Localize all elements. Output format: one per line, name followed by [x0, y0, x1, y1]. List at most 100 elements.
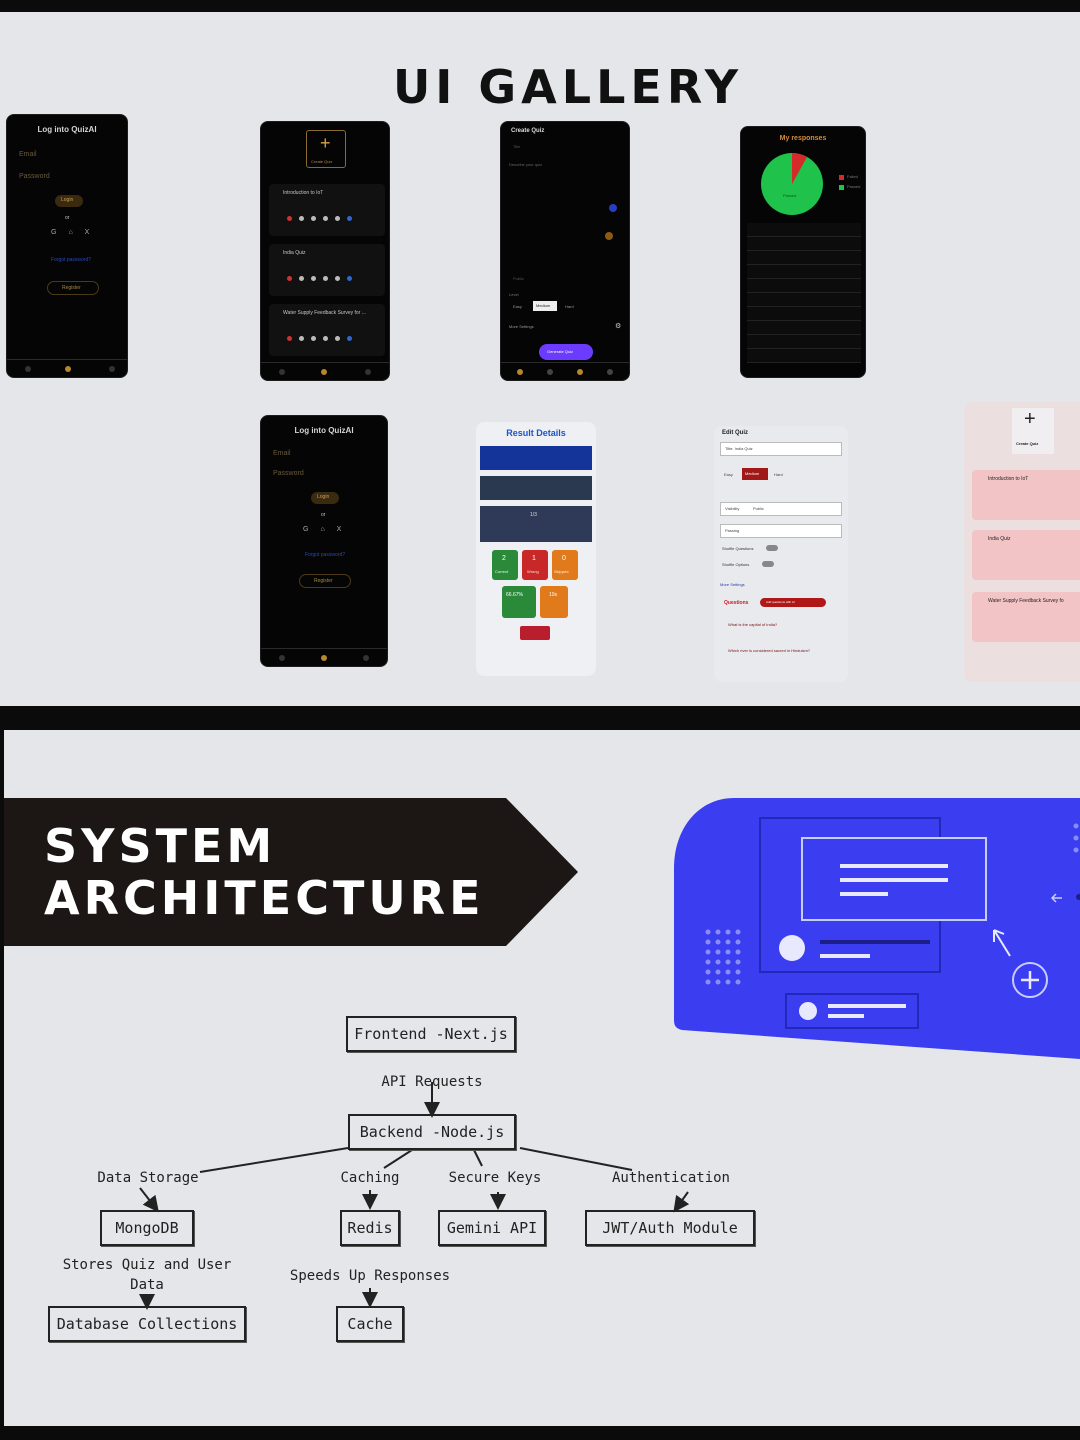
nav-back-icon[interactable]: [279, 369, 285, 375]
nav-profile-icon[interactable]: [109, 366, 115, 372]
quiz-card-3[interactable]: Water Supply Feedback Survey for ...: [269, 304, 385, 356]
register-button[interactable]: Register: [299, 574, 351, 588]
settings-gear-icon[interactable]: ⚙: [615, 323, 622, 330]
nav-home-icon[interactable]: [65, 366, 71, 372]
forgot-password-link[interactable]: Forgot password?: [51, 257, 92, 263]
mic-icon[interactable]: [609, 204, 617, 212]
nav-home-icon[interactable]: [321, 655, 327, 661]
result-meta-card: [480, 446, 592, 470]
ui-gallery-section: UI GALLERY Log into QuizAI Email Passwor…: [0, 12, 1080, 706]
nav-profile-icon[interactable]: [607, 369, 613, 375]
email-label: Email: [273, 450, 291, 457]
level-easy[interactable]: Easy: [724, 472, 733, 477]
create-quiz-button[interactable]: + Create Quiz: [1012, 408, 1054, 454]
login-title: Log into QuizAI: [294, 426, 354, 435]
social-login-icons[interactable]: G⌂X: [51, 229, 102, 236]
edge-backend-to-secure-keys: [473, 1149, 483, 1167]
quiz-card-2[interactable]: India Quiz: [269, 244, 385, 296]
redis-node: Redis: [340, 1210, 400, 1246]
screen-login-2: Log into QuizAI Email Password Login or …: [260, 415, 388, 667]
or-text: or: [65, 215, 70, 221]
more-settings[interactable]: More Settings: [720, 582, 745, 587]
level-easy[interactable]: Easy: [513, 304, 522, 309]
questions-label: Questions: [724, 600, 749, 606]
shuffle-questions-toggle[interactable]: [766, 545, 778, 551]
caching-label: Caching: [340, 1170, 400, 1186]
nav-back-icon[interactable]: [25, 366, 31, 372]
plus-icon: +: [320, 133, 331, 153]
api-requests-label: API Requests: [381, 1074, 483, 1090]
responses-pie-chart: [761, 153, 823, 215]
gemini-api-node: Gemini API: [438, 1210, 546, 1246]
title-input[interactable]: Title: [513, 144, 521, 149]
nav-home-icon[interactable]: [321, 369, 327, 375]
forgot-password-link[interactable]: Forgot password?: [305, 552, 346, 558]
result-title: Result Details: [506, 428, 566, 438]
quiz-card-3[interactable]: Water Supply Feedback Survey fo: [972, 592, 1080, 642]
legend-passed-swatch: [839, 185, 844, 190]
login-title: Log into QuizAI: [37, 125, 97, 134]
database-collections-node: Database Collections: [48, 1306, 246, 1342]
architecture-title: SYSTEM ARCHITECTURE: [44, 819, 485, 925]
bottom-nav: [261, 648, 387, 666]
nav-back-icon[interactable]: [279, 655, 285, 661]
create-quiz-button[interactable]: + Create Quiz: [306, 130, 346, 168]
level-hard[interactable]: Hard: [565, 304, 574, 309]
level-medium[interactable]: Medium: [533, 301, 557, 311]
screen-edit-quiz: Edit Quiz Title: India Quiz Easy Medium …: [714, 426, 848, 682]
nav-home-icon[interactable]: [577, 369, 583, 375]
add-questions-ai-button[interactable]: Add questions with AI: [760, 598, 826, 607]
social-login-icons[interactable]: G⌂X: [303, 526, 354, 533]
question-1[interactable]: What is the capital of India?: [728, 622, 778, 627]
screen-quiz-list-2: + Create Quiz Introduction to IoT India …: [964, 402, 1080, 682]
time-stat: 10s: [540, 586, 568, 618]
password-label: Password: [273, 470, 304, 477]
edge-backend-to-caching: [383, 1149, 413, 1169]
jwt-auth-node: JWT/Auth Module: [585, 1210, 755, 1246]
legend-failed-swatch: [839, 175, 844, 180]
visibility-select[interactable]: Public: [513, 276, 524, 281]
stores-data-label-line1: Stores Quiz and User: [62, 1257, 232, 1273]
home-button[interactable]: [520, 626, 550, 640]
nav-profile-icon[interactable]: [363, 655, 369, 661]
question-2[interactable]: Which river is considered sacred in Hind…: [728, 648, 811, 653]
shuffle-options-label: Shuffle Options: [722, 562, 750, 567]
quiz-card-1[interactable]: Introduction to IoT: [269, 184, 385, 236]
login-button[interactable]: Login: [55, 195, 83, 207]
mongodb-node: MongoDB: [100, 1210, 194, 1246]
passing-input[interactable]: Passing: [720, 524, 842, 538]
nav-refresh-icon[interactable]: [547, 369, 553, 375]
responses-title: My responses: [779, 135, 827, 142]
level-medium[interactable]: Medium: [742, 468, 768, 480]
quiz-actions[interactable]: [287, 268, 359, 281]
screen-create-quiz: Create Quiz Title Describe your quiz Pub…: [500, 121, 630, 381]
create-quiz-title: Create Quiz: [511, 128, 545, 134]
or-text: or: [321, 512, 326, 518]
quiz-card-2[interactable]: India Quiz: [972, 530, 1080, 580]
score-card: 1/3: [480, 506, 592, 542]
quiz-card-1[interactable]: Introduction to IoT: [972, 470, 1080, 520]
shuffle-options-toggle[interactable]: [762, 561, 774, 567]
more-settings[interactable]: More Settings: [509, 324, 534, 329]
generate-quiz-button[interactable]: Generate Quiz: [539, 344, 593, 360]
level-label: Level: [509, 292, 519, 297]
score-value: 1/3: [530, 512, 537, 518]
nav-back-icon[interactable]: [517, 369, 523, 375]
register-button[interactable]: Register: [47, 281, 99, 295]
percentage-stat: 66.67%: [502, 586, 536, 618]
attach-icon[interactable]: [605, 232, 613, 240]
data-storage-label: Data Storage: [97, 1170, 199, 1186]
edge-authentication-to-jwt: [673, 1191, 690, 1213]
title-input[interactable]: Title: India Quiz: [720, 442, 842, 456]
quiz-actions[interactable]: [287, 328, 359, 341]
pie-label: Passed: [783, 193, 797, 198]
screen-quiz-list-1: + Create Quiz Introduction to IoT India …: [260, 121, 390, 381]
nav-profile-icon[interactable]: [365, 369, 371, 375]
legend-passed: Passed: [847, 184, 861, 189]
quiz-actions[interactable]: [287, 208, 359, 221]
login-button[interactable]: Login: [311, 492, 339, 504]
level-hard[interactable]: Hard: [774, 472, 783, 477]
